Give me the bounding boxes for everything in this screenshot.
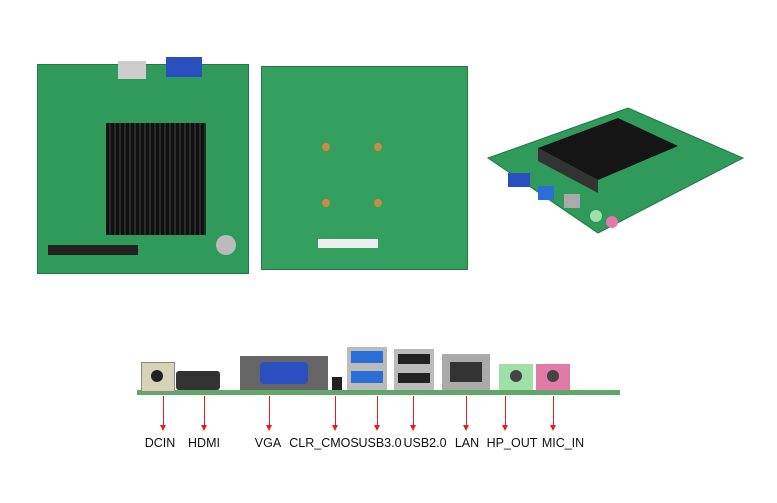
- arrow-dcin: [160, 396, 166, 431]
- memory-slot: [48, 245, 138, 255]
- hp-out-jack: [499, 364, 533, 390]
- arrow-usb3: [374, 396, 380, 431]
- board-isometric-view: [486, 107, 745, 234]
- arrow-vga: [266, 396, 272, 431]
- mount-hole: [322, 199, 330, 207]
- usb3-port: [347, 347, 387, 390]
- clr-cmos-button: [332, 377, 342, 390]
- mount-hole: [374, 199, 382, 207]
- mount-hole: [374, 143, 382, 151]
- cmos-battery: [216, 235, 236, 255]
- vga-connector: [166, 57, 202, 77]
- label-sticker: [318, 239, 378, 248]
- label-dcin: DCIN: [144, 436, 176, 450]
- arrow-hdmi: [201, 396, 207, 431]
- label-vga: VGA: [254, 436, 282, 450]
- hdmi-port: [176, 371, 220, 390]
- label-usb3: USB3.0: [358, 436, 402, 450]
- board-bottom-view: [261, 66, 468, 270]
- mount-hole: [322, 143, 330, 151]
- io-pcb-edge: [137, 390, 620, 395]
- label-usb2: USB2.0: [403, 436, 447, 450]
- arrow-hp-out: [502, 396, 508, 431]
- label-hdmi: HDMI: [188, 436, 220, 450]
- usb-connector: [118, 61, 146, 79]
- arrow-clr-cmos: [332, 396, 338, 431]
- label-hp-out: HP_OUT: [486, 436, 538, 450]
- arrow-lan: [463, 396, 469, 431]
- dcin-port: [141, 362, 175, 392]
- label-clr-cmos: CLR_CMOS: [289, 436, 359, 450]
- label-lan: LAN: [454, 436, 480, 450]
- heatsink: [106, 123, 206, 235]
- arrow-usb2: [410, 396, 416, 431]
- usb2-port: [394, 349, 434, 390]
- lan-port: [442, 354, 490, 390]
- vga-port: [240, 356, 328, 390]
- board-top-view: [37, 57, 249, 274]
- label-mic-in: MIC_IN: [541, 436, 585, 450]
- arrow-mic-in: [550, 396, 556, 431]
- mic-in-jack: [536, 364, 570, 390]
